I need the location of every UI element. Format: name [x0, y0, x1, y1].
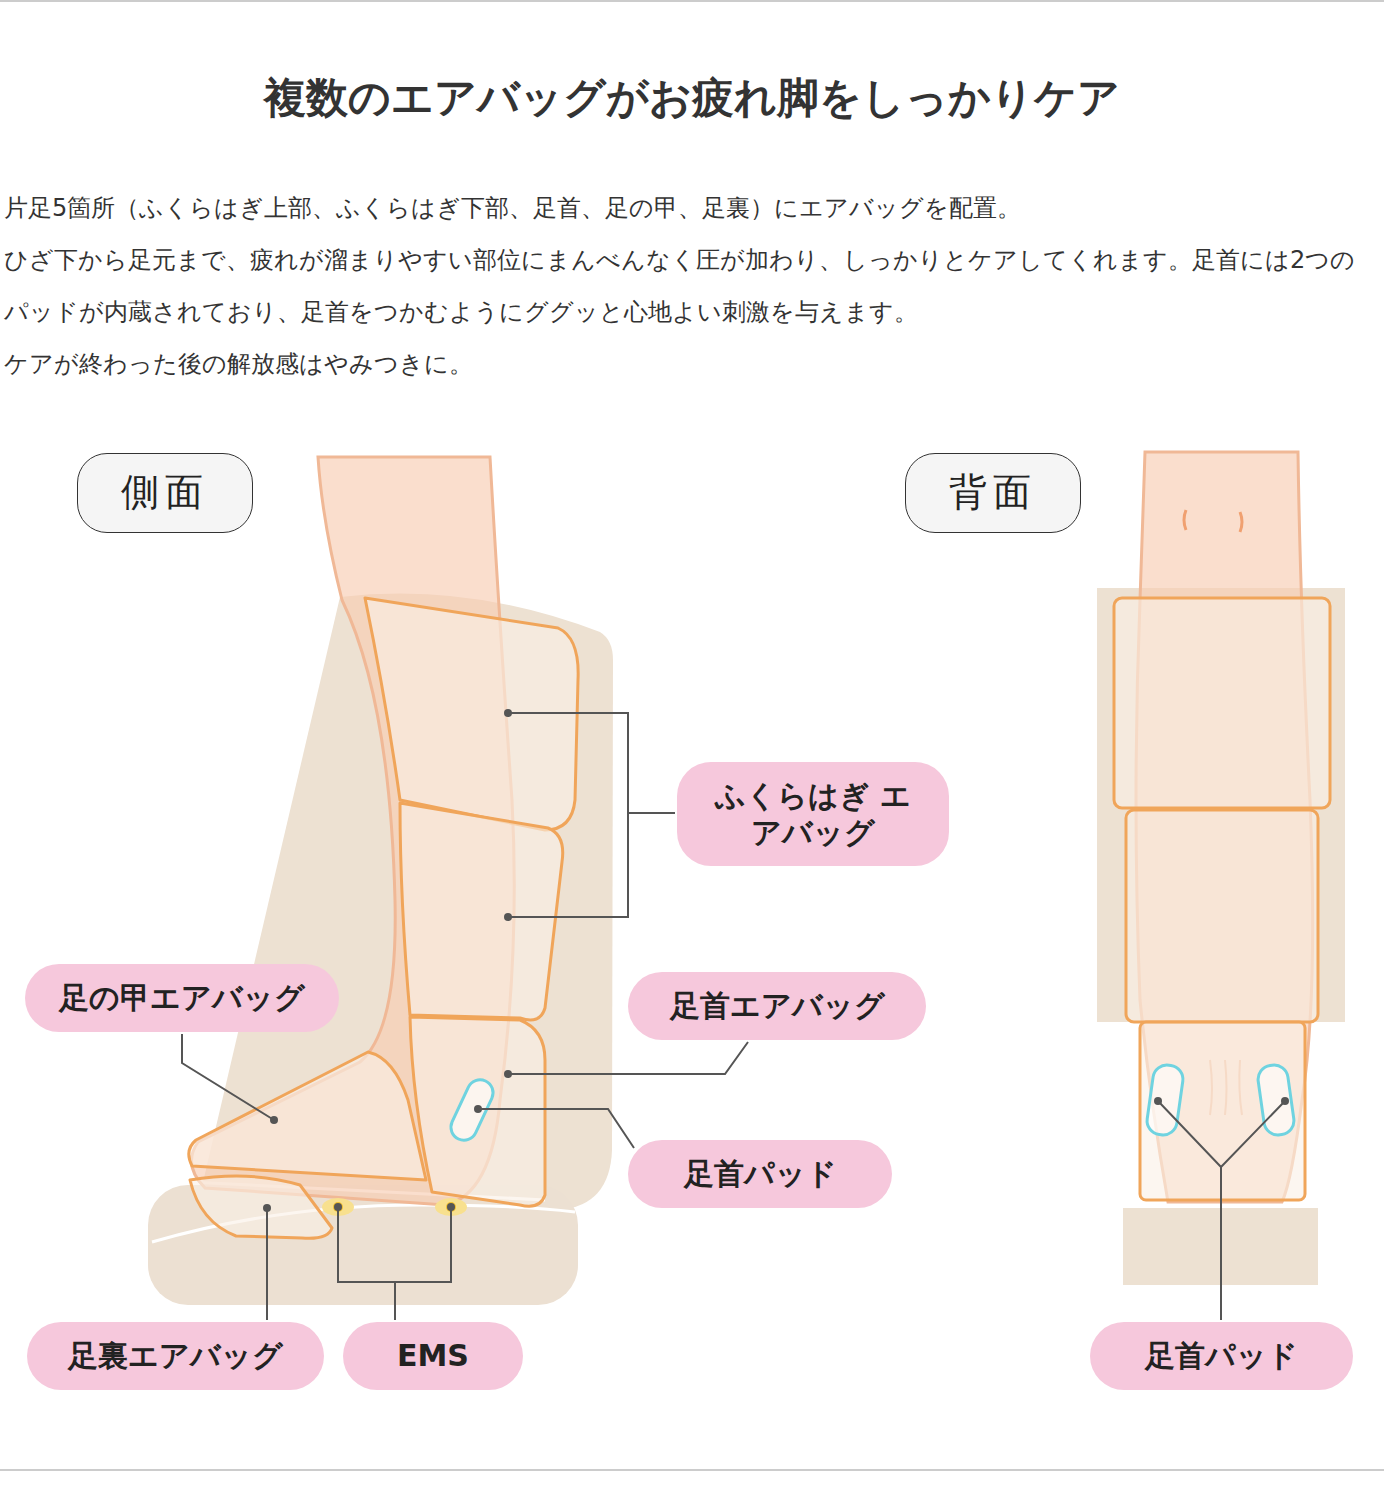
callout-label: EMS	[343, 1322, 523, 1390]
view-tab: 背面	[905, 453, 1081, 533]
leader-dots	[1154, 1097, 1289, 1105]
part-name: 足首エアバッグ	[670, 987, 885, 1025]
bottom-rule	[0, 1469, 1384, 1471]
callout-label: 足の甲エアバッグ	[25, 964, 339, 1032]
callout-label: 足首パッド	[628, 1140, 892, 1208]
callout-label: 足裏エアバッグ	[27, 1322, 324, 1390]
ankle-pad	[1145, 1063, 1184, 1136]
top-rule	[0, 0, 1384, 2]
back-view	[1097, 452, 1345, 1320]
knee-marks	[1184, 510, 1242, 532]
body-text: ひざ下から足元まで、疲れが溜まりやすい部位にまんべんなく圧が加わり、しっかりとケ…	[4, 234, 1376, 338]
part-name: 足の甲エアバッグ	[59, 979, 305, 1017]
ankle-airbag	[1140, 1022, 1305, 1200]
ems-dots	[322, 1198, 467, 1216]
leader-lines	[1158, 1101, 1285, 1320]
callout-label: ふくらはぎ エアバッグ	[677, 762, 949, 866]
view-name: 側面	[121, 469, 209, 517]
part-name: 足首パッド	[684, 1155, 837, 1193]
part-name: EMS	[397, 1337, 469, 1375]
title: 複数のエアバッグがお疲れ脚をしっかりケア	[0, 70, 1384, 126]
ankle-airbag	[410, 1017, 545, 1206]
sole-airbag	[190, 1176, 332, 1238]
callout-label: 足首エアバッグ	[628, 972, 926, 1040]
part-name: ふくらはぎ エアバッグ	[713, 777, 913, 852]
part-name: 足首パッド	[1145, 1337, 1298, 1375]
view-tab: 側面	[77, 453, 253, 533]
body-text: 片足5箇所（ふくらはぎ上部、ふくらはぎ下部、足首、足の甲、足裏）にエアバッグを配…	[4, 182, 1376, 234]
callout-label: 足首パッド	[1090, 1322, 1353, 1390]
upper-calf-airbag	[1114, 598, 1330, 808]
part-name: 足裏エアバッグ	[68, 1337, 283, 1375]
body-text: ケアが終わった後の解放感はやみつきに。	[4, 338, 1376, 390]
view-name: 背面	[949, 469, 1037, 517]
lower-calf-airbag	[400, 803, 563, 1020]
leader-dots	[263, 709, 512, 1212]
lower-calf-airbag	[1126, 810, 1318, 1022]
instep-airbag	[189, 1052, 426, 1180]
boot-shell	[1097, 588, 1345, 1022]
